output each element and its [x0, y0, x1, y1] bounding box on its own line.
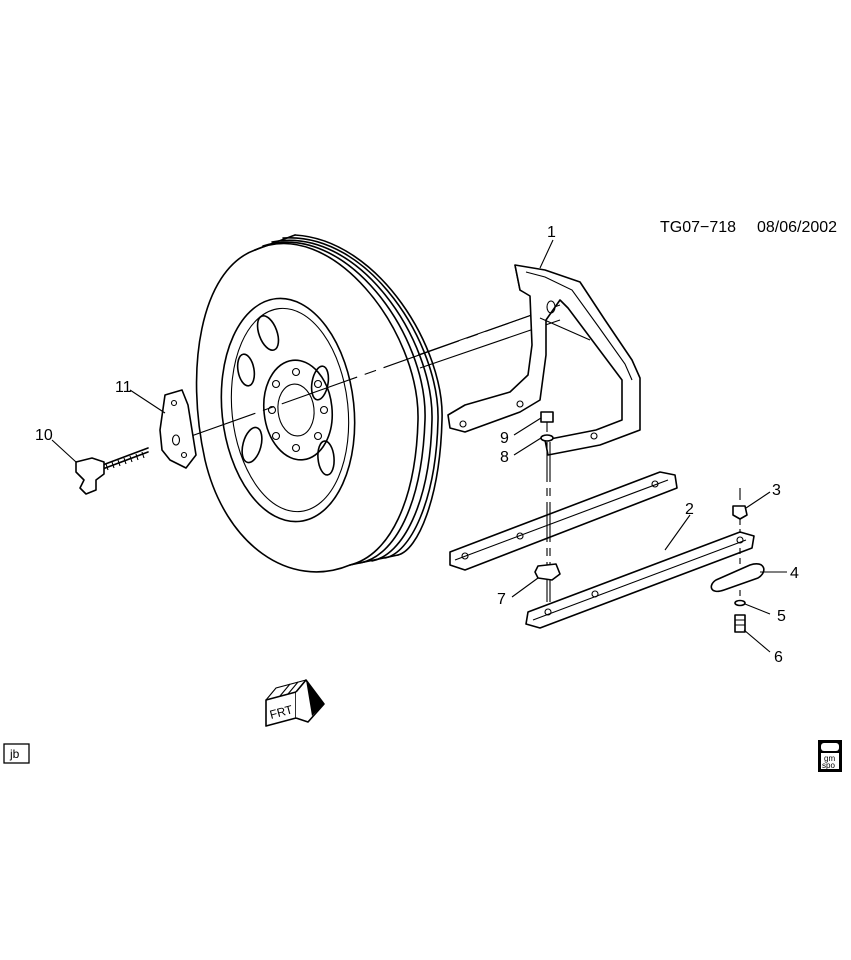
carrier-bracket — [447, 264, 641, 456]
drawing-date: 08/06/2002 — [757, 219, 837, 236]
washer-8 — [540, 434, 554, 442]
bolt-6 — [734, 614, 746, 633]
spacer-4 — [710, 563, 765, 593]
corner-tag: jb — [3, 743, 30, 764]
gm-spo-logo: gm spo — [818, 740, 842, 772]
bolt-9 — [540, 411, 554, 432]
callout-7: 7 — [497, 591, 506, 608]
nut-3 — [732, 505, 748, 520]
retaining-bolt — [75, 447, 149, 495]
corner-tag-label: jb — [9, 747, 20, 761]
logo-line-1: gm — [824, 754, 835, 763]
callout-1: 1 — [547, 224, 556, 241]
front-direction-arrow: FRT — [265, 679, 325, 727]
logo-line-2: spo — [822, 761, 835, 770]
callout-8: 8 — [500, 449, 509, 466]
callout-6: 6 — [774, 649, 783, 666]
spare-tire — [195, 234, 443, 573]
retainer-plate — [159, 389, 197, 469]
front-label: FRT — [268, 702, 295, 722]
callout-9: 9 — [500, 430, 509, 447]
callout-5: 5 — [777, 608, 786, 625]
callout-2: 2 — [685, 501, 694, 518]
callout-3: 3 — [772, 482, 781, 499]
callout-10: 10 — [35, 427, 53, 444]
rail-upper — [449, 471, 678, 571]
callout-11: 11 — [115, 379, 132, 396]
nut-7 — [534, 563, 561, 581]
drawing-id: TG07−718 — [660, 219, 736, 236]
callout-4: 4 — [790, 565, 799, 582]
washer-5 — [734, 599, 746, 607]
